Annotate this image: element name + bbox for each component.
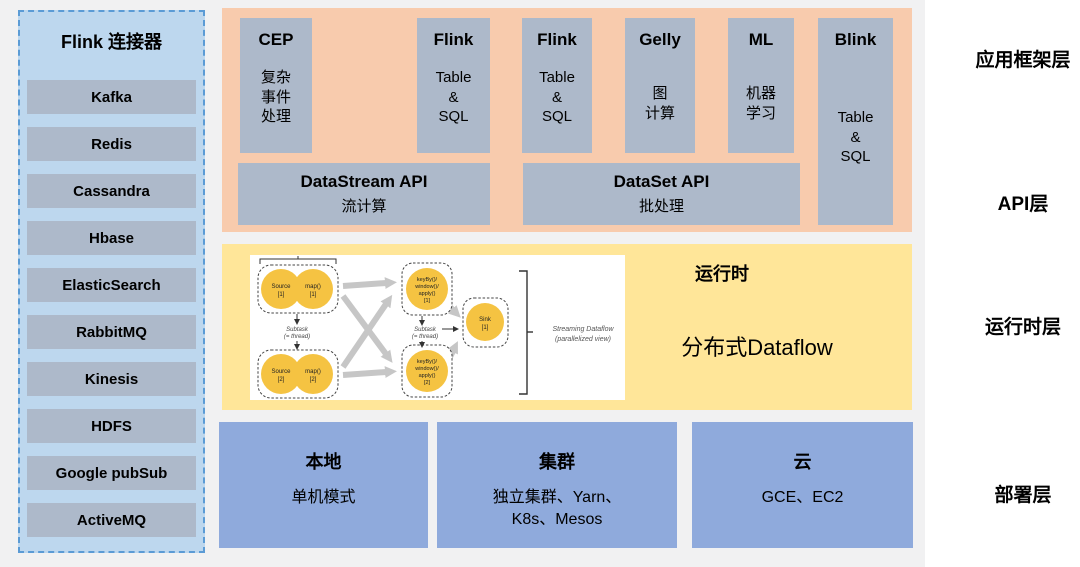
- bar-title: DataSet API: [613, 172, 710, 191]
- runtime-title: 运行时: [695, 264, 749, 284]
- subtask-label: Subtask: [286, 327, 309, 333]
- block-subtitle: 机器 学习: [745, 85, 776, 122]
- block-title: ML: [748, 30, 774, 49]
- block-title: Blink: [834, 30, 877, 49]
- subtask-label: (= thread): [284, 334, 310, 340]
- layer-label-deployment: 部署层: [994, 485, 1052, 506]
- bar-datastream-api: DataStream API 流计算: [238, 163, 490, 225]
- node-label: [1]: [424, 298, 431, 304]
- deploy-title: 本地: [305, 452, 342, 472]
- bar-title: DataStream API: [300, 172, 428, 191]
- block-flink-table-sql-stream: Flink Table & SQL: [417, 18, 490, 153]
- node-label: [1]: [482, 325, 489, 331]
- deploy-title: 集群: [539, 452, 575, 472]
- block-title: Flink: [433, 30, 474, 49]
- node-label: keyBy()/: [417, 359, 438, 365]
- connector-item-google-pubsub: Google pubSub: [27, 456, 196, 490]
- connectors-list: Kafka Redis Cassandra Hbase ElasticSearc…: [20, 80, 203, 537]
- subtask-label: Subtask: [414, 327, 437, 333]
- block-subtitle: Table & SQL: [837, 109, 874, 165]
- deploy-box-cluster: 集群 独立集群、Yarn、 K8s、Mesos: [437, 422, 677, 548]
- block-subtitle: Table & SQL: [539, 69, 575, 125]
- flow-arrow: [342, 366, 397, 379]
- dataflow-caption: Streaming Dataflow: [552, 326, 614, 333]
- flow-arrow: [342, 277, 397, 290]
- connector-item-hdfs: HDFS: [27, 409, 196, 443]
- deploy-title: 云: [793, 452, 812, 472]
- node-label: [2]: [310, 377, 317, 383]
- node-label: Source: [271, 284, 291, 290]
- runtime-layer-panel: Source [1] map() [1] Source [2] map() [2…: [222, 244, 912, 410]
- node-label: [2]: [278, 377, 285, 383]
- map-1-node: [293, 269, 333, 309]
- map-2-node: [293, 354, 333, 394]
- flow-arrow: [340, 294, 393, 363]
- node-label: map(): [305, 369, 321, 375]
- api-layer-panel: CEP 复杂 事件 处理 Flink Table & SQL Flink Tab…: [222, 8, 912, 232]
- block-subtitle: 复杂 事件 处理: [260, 69, 291, 125]
- layer-label-api: API层: [997, 194, 1049, 215]
- dataflow-bracket: [519, 270, 528, 395]
- bar-dataset-api: DataSet API 批处理: [523, 163, 800, 225]
- source-2-node: [261, 354, 301, 394]
- connectors-title: Flink 连接器: [60, 32, 162, 52]
- node-label: apply(): [419, 373, 436, 379]
- block-subtitle: Table & SQL: [435, 69, 472, 125]
- connector-item-kafka: Kafka: [27, 80, 196, 114]
- block-gelly: Gelly 图 计算: [625, 18, 695, 153]
- connector-item-elasticsearch: ElasticSearch: [27, 268, 196, 302]
- node-label: window()/: [414, 366, 439, 372]
- flow-arrow: [340, 294, 393, 369]
- deploy-box-local: 本地 单机模式: [219, 422, 428, 548]
- block-blink: Blink Table & SQL: [818, 18, 893, 225]
- bar-subtitle: 流计算: [341, 198, 387, 215]
- connector-item-rabbitmq: RabbitMQ: [27, 315, 196, 349]
- parallelism-bracket: [259, 258, 337, 264]
- block-title: Flink: [537, 30, 577, 49]
- subtask-label: (= thread): [412, 334, 438, 340]
- source-1-node: [261, 269, 301, 309]
- block-title: CEP: [258, 30, 294, 49]
- dataflow-caption: (parallelized view): [555, 336, 611, 343]
- block-flink-table-sql-batch: Flink Table & SQL: [522, 18, 592, 153]
- node-label: Sink: [479, 317, 492, 323]
- runtime-subtitle: 分布式Dataflow: [681, 335, 833, 360]
- block-subtitle: 图 计算: [644, 85, 675, 122]
- node-label: keyBy()/: [417, 277, 438, 283]
- keyby-1-node: [406, 268, 448, 310]
- node-label: apply(): [419, 291, 436, 297]
- block-ml: ML 机器 学习: [728, 18, 794, 153]
- node-label: [2]: [424, 380, 431, 386]
- streaming-dataflow-svg: Source [1] map() [1] Source [2] map() [2…: [257, 256, 614, 399]
- block-cep: CEP 复杂 事件 处理: [240, 18, 312, 153]
- node-label: [1]: [278, 292, 285, 298]
- layer-label-application-framework: 应用框架层: [975, 50, 1071, 71]
- block-title: Gelly: [639, 30, 681, 49]
- deploy-subtitle: 单机模式: [291, 489, 356, 506]
- deploy-subtitle: 独立集群、Yarn、 K8s、Mesos: [492, 489, 622, 528]
- deploy-subtitle: GCE、EC2: [761, 489, 844, 506]
- connector-item-redis: Redis: [27, 127, 196, 161]
- bar-subtitle: 批处理: [638, 198, 684, 215]
- node-label: [1]: [310, 292, 317, 298]
- sink-node: [466, 303, 504, 341]
- node-label: window()/: [414, 284, 439, 290]
- connectors-panel: Flink 连接器 Kafka Redis Cassandra Hbase El…: [18, 10, 205, 553]
- node-label: Source: [271, 369, 291, 375]
- keyby-2-node: [406, 350, 448, 392]
- connector-item-activemq: ActiveMQ: [27, 503, 196, 537]
- streaming-dataflow-figure: Source [1] map() [1] Source [2] map() [2…: [250, 255, 625, 400]
- connector-item-kinesis: Kinesis: [27, 362, 196, 396]
- connector-item-cassandra: Cassandra: [27, 174, 196, 208]
- node-label: map(): [305, 284, 321, 290]
- connector-item-hbase: Hbase: [27, 221, 196, 255]
- deploy-box-cloud: 云 GCE、EC2: [692, 422, 913, 548]
- layer-label-runtime: 运行时层: [984, 317, 1061, 338]
